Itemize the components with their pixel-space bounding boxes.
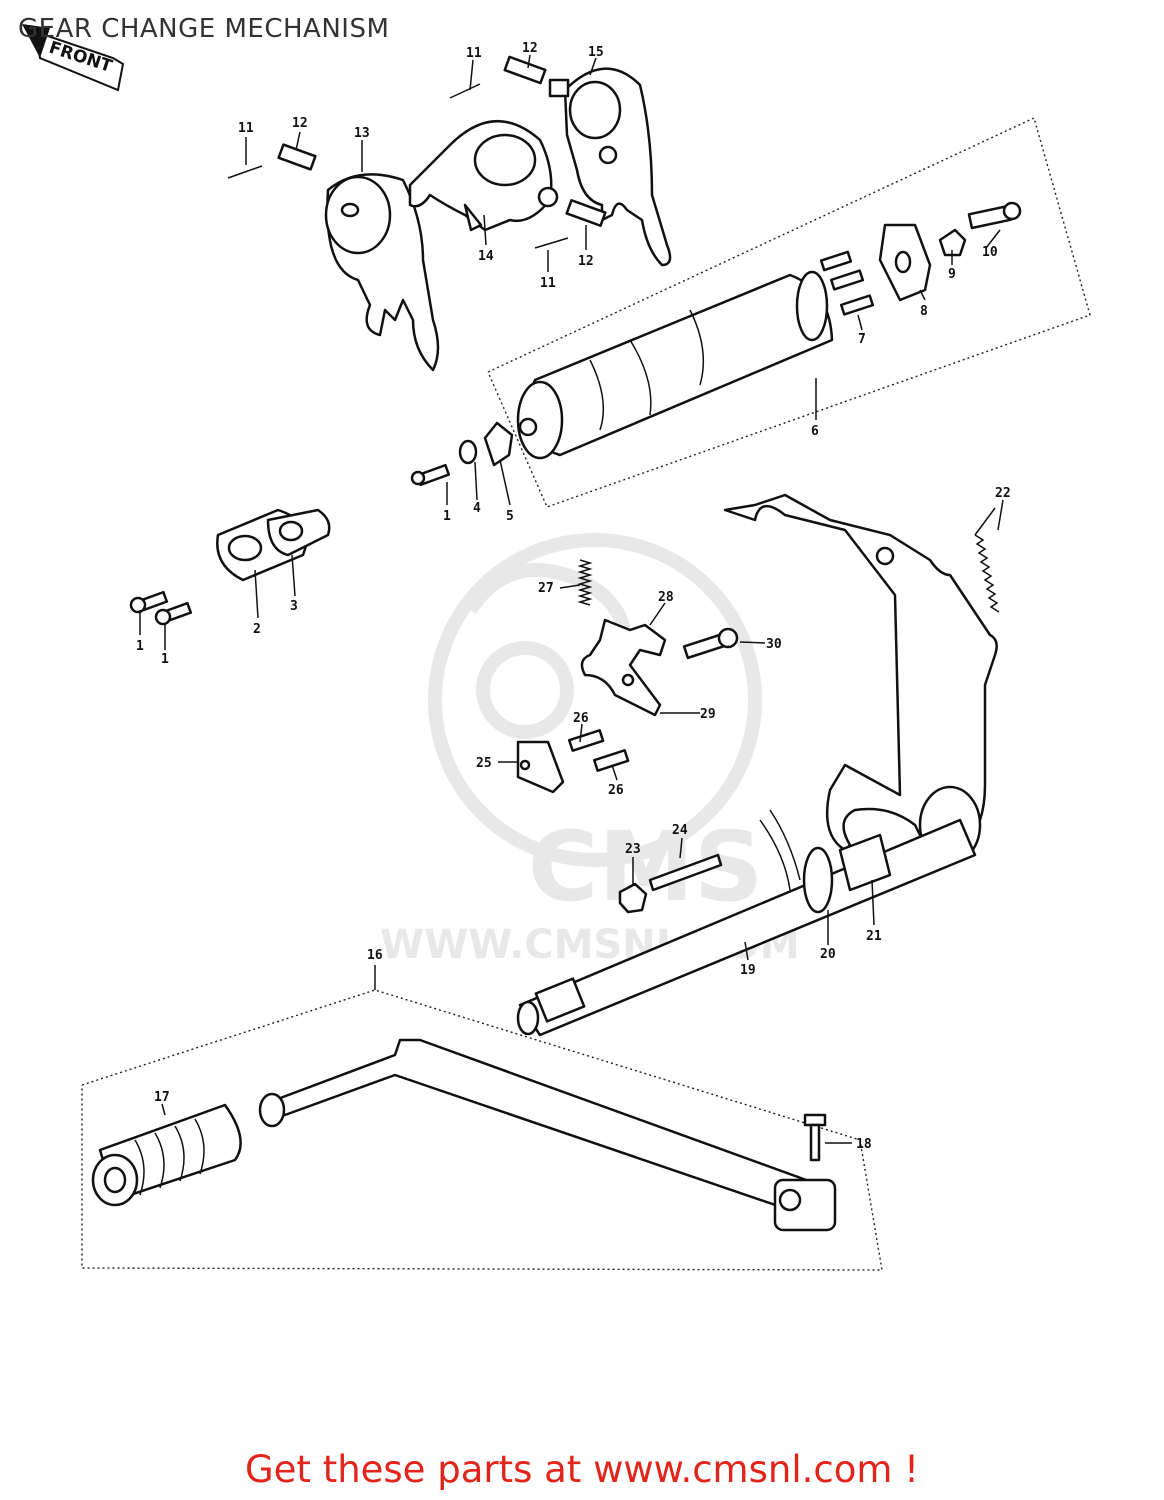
holder-and-gasket <box>216 508 331 582</box>
callout-25: 25 <box>476 756 492 771</box>
callout-1: 1 <box>161 652 169 667</box>
callout-4: 4 <box>473 501 481 516</box>
pedal-assembly-outline <box>81 989 883 1271</box>
shift-fork-14 <box>408 119 559 232</box>
shift-mechanism-arm <box>723 493 998 865</box>
callout-26: 26 <box>573 711 589 726</box>
drum-end-parts <box>878 201 1022 302</box>
nut-23-screw-24 <box>618 853 723 914</box>
callout-9: 9 <box>948 267 956 282</box>
callout-11: 11 <box>540 276 556 291</box>
drum-assembly-outline <box>487 117 1091 508</box>
callout-6: 6 <box>811 424 819 439</box>
callout-14: 14 <box>478 249 494 264</box>
callout-8: 8 <box>920 304 928 319</box>
callout-13: 13 <box>354 126 370 141</box>
callout-24: 24 <box>672 823 688 838</box>
callout-1: 1 <box>136 639 144 654</box>
callout-28: 28 <box>658 590 674 605</box>
callout-12: 12 <box>578 254 594 269</box>
callout-11: 11 <box>238 121 254 136</box>
shift-shaft-19 <box>516 809 977 1037</box>
spring-27 <box>577 559 593 606</box>
callout-12: 12 <box>292 116 308 131</box>
callout-16: 16 <box>367 948 383 963</box>
callout-26: 26 <box>608 783 624 798</box>
spring-22 <box>974 507 1000 613</box>
callout-3: 3 <box>290 599 298 614</box>
callout-30: 30 <box>766 637 782 652</box>
shift-drum-6 <box>516 250 875 460</box>
callout-labels: 11 12 15 11 12 13 14 12 11 10 9 8 7 6 1 … <box>136 41 1011 1152</box>
callout-15: 15 <box>588 45 604 60</box>
plate-25-and-bolts-26 <box>516 729 630 794</box>
callout-5: 5 <box>506 509 514 524</box>
bolt-18 <box>803 1113 827 1162</box>
callout-20: 20 <box>820 947 836 962</box>
shift-fork-13 <box>324 173 440 372</box>
small-bolts <box>129 590 193 626</box>
callout-21: 21 <box>866 929 882 944</box>
callout-27: 27 <box>538 581 554 596</box>
callout-17: 17 <box>154 1090 170 1105</box>
bolt-30 <box>682 627 739 660</box>
callout-12: 12 <box>522 41 538 56</box>
leader-lines <box>139 54 1004 1144</box>
shift-arm-28-29 <box>580 618 667 717</box>
callout-1: 1 <box>443 509 451 524</box>
callout-11: 11 <box>466 46 482 61</box>
watermark-logo-text: CMS <box>528 811 763 923</box>
callout-2: 2 <box>253 622 261 637</box>
drum-front-parts <box>410 421 514 487</box>
footer-link-text[interactable]: Get these parts at www.cmsnl.com ! <box>244 1448 919 1491</box>
pins-and-clips <box>227 55 607 249</box>
callout-19: 19 <box>740 963 756 978</box>
arrow-icon <box>22 24 50 58</box>
callout-7: 7 <box>858 332 866 347</box>
callout-18: 18 <box>856 1137 872 1152</box>
callout-23: 23 <box>625 842 641 857</box>
pedal-rubber-17 <box>91 1103 242 1207</box>
shift-fork-15 <box>563 67 672 267</box>
shift-pedal-16 <box>258 1038 837 1232</box>
callout-22: 22 <box>995 486 1011 501</box>
callout-10: 10 <box>982 245 998 260</box>
page-title: GEAR CHANGE MECHANISM <box>18 14 390 44</box>
callout-29: 29 <box>700 707 716 722</box>
